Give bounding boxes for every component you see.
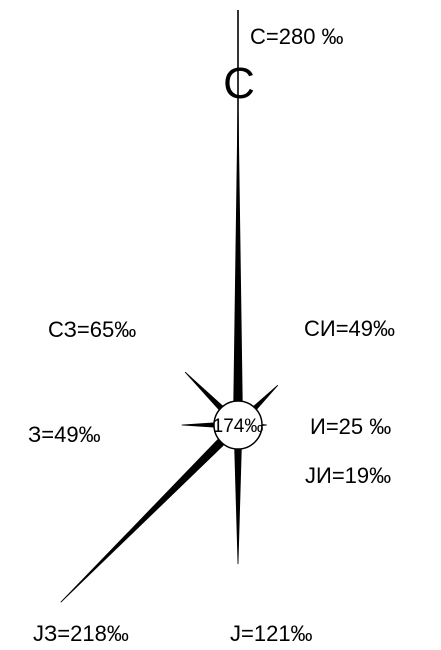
rose-spikes: [60, 102, 279, 603]
label-e: И=25 ‰: [310, 414, 391, 439]
label-w: З=49‰: [28, 422, 101, 447]
label-nw: СЗ=65‰: [48, 317, 136, 342]
north-marker: С: [223, 59, 255, 108]
spike-sw: [60, 420, 243, 603]
spike-n: [232, 102, 244, 432]
label-sw: ЈЗ=218‰: [33, 621, 129, 646]
label-ne: СИ=49‰: [304, 316, 395, 341]
calm-circle: [213, 400, 263, 450]
label-n: С=280 ‰: [250, 24, 344, 49]
calm-label: 174‰: [213, 416, 264, 437]
label-se: ЈИ=19‰: [305, 463, 391, 488]
label-s: Ј=121‰: [230, 621, 313, 646]
